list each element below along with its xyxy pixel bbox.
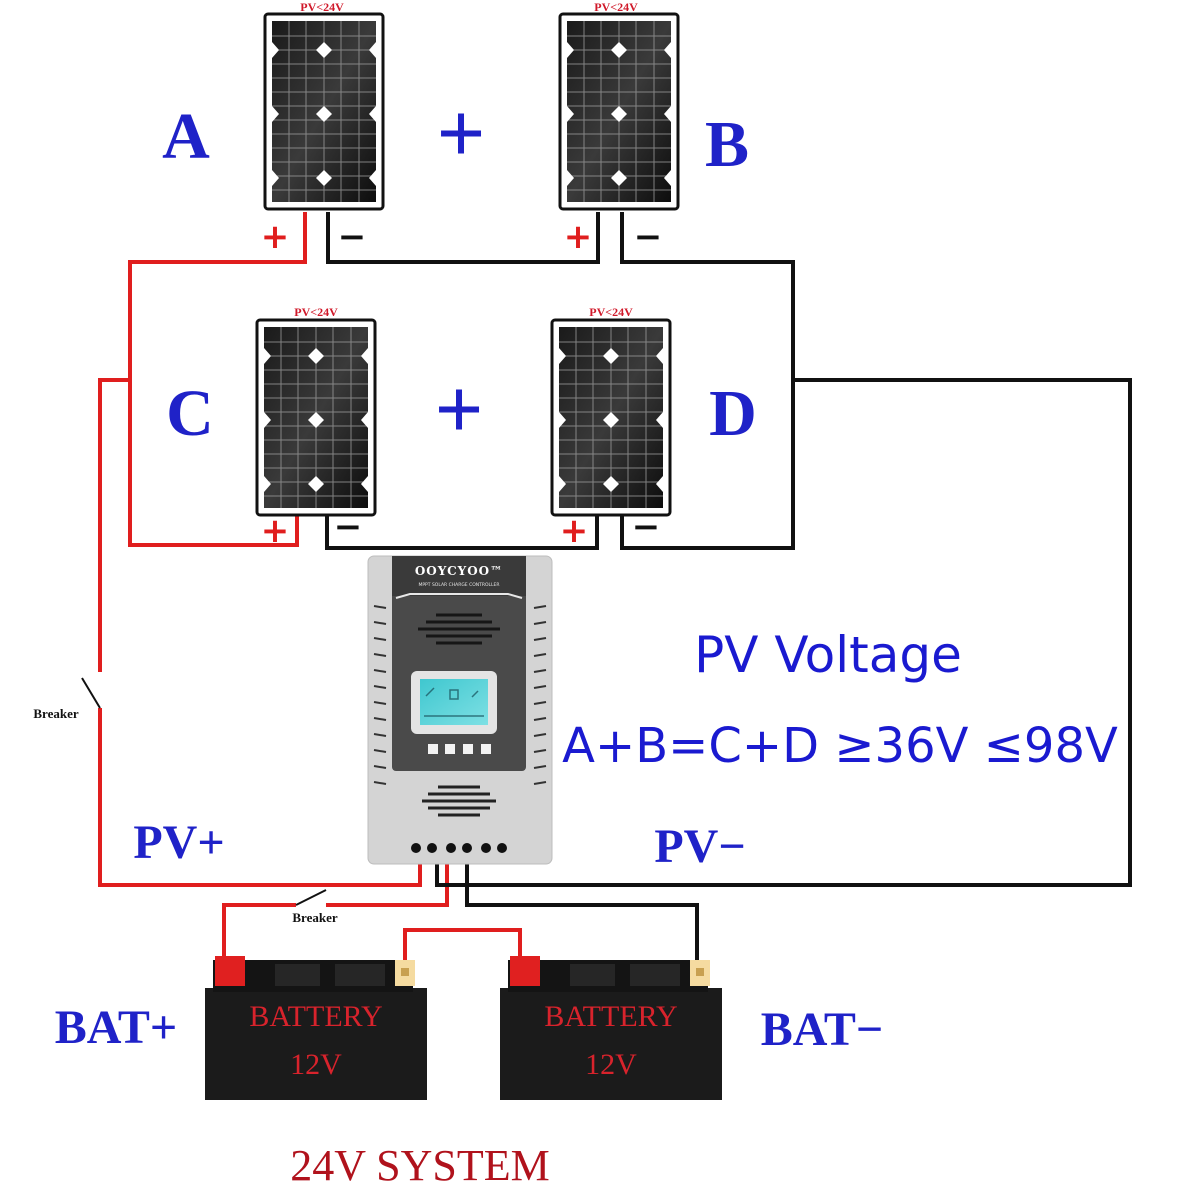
panel-b-positive-mark: + (564, 217, 593, 257)
controller-button-4[interactable] (481, 744, 491, 754)
battery-1: BATTERY 12V (205, 956, 427, 1100)
pv-voltage-heading: PV Voltage (694, 626, 962, 684)
charge-controller: OOYCYOO™ MPPT SOLAR CHARGE CONTROLLER (367, 555, 553, 865)
panel-c (255, 318, 377, 517)
panel-d-positive-mark: + (560, 511, 589, 551)
controller-button-1[interactable] (428, 744, 438, 754)
breaker-pv-label: Breaker (33, 706, 78, 721)
panel-a-label: A (162, 100, 210, 173)
terminal-pv-positive[interactable] (411, 843, 421, 853)
controller-buttons (428, 744, 491, 754)
controller-button-2[interactable] (445, 744, 455, 754)
controller-bottom-vent (422, 785, 496, 817)
controller-lcd-screen (420, 679, 488, 725)
panel-b-negative-mark: − (634, 217, 663, 257)
panel-b-label: B (705, 108, 749, 181)
breaker-bat-label: Breaker (292, 910, 337, 925)
controller-top-vent (418, 613, 500, 645)
controller-side-vents (373, 605, 547, 785)
battery-2-voltage: 12V (585, 1048, 637, 1081)
terminal-bat-positive[interactable] (446, 843, 456, 853)
terminal-load-negative[interactable] (497, 843, 507, 853)
wire-pv-negative-main (435, 378, 1132, 887)
wiring (98, 212, 1132, 965)
terminal-load-positive[interactable] (481, 843, 491, 853)
panel-d-rating: PV<24V (589, 305, 633, 319)
panel-c-negative-mark: − (334, 507, 363, 547)
wire-bat-negative (465, 862, 699, 960)
wire-c-to-d (325, 512, 599, 550)
controller-subtitle: MPPT SOLAR CHARGE CONTROLLER (418, 582, 499, 588)
terminal-pv-negative[interactable] (427, 843, 437, 853)
breaker-pv[interactable]: Breaker (33, 672, 106, 721)
breaker-bat[interactable]: Breaker (292, 889, 338, 925)
panel-c-label: C (166, 377, 214, 450)
series-plus-cd: + (434, 361, 483, 457)
controller-terminals (411, 843, 507, 853)
battery-2: BATTERY 12V (500, 956, 722, 1100)
system-title: 24V SYSTEM (290, 1141, 550, 1190)
pv-voltage-formula: A+B=C+D ≥36V ≤98V (562, 718, 1118, 774)
panel-d (550, 318, 672, 517)
wire-a-positive (128, 212, 307, 547)
battery-1-label: BATTERY (249, 1000, 382, 1033)
series-plus-ab: + (436, 85, 485, 181)
panel-b (558, 12, 680, 211)
panel-a-negative-mark: − (338, 217, 367, 257)
controller-brand: OOYCYOO™ (415, 564, 503, 578)
bat-minus-label: BAT− (761, 1003, 883, 1056)
panel-b-rating: PV<24V (594, 0, 638, 14)
panel-a (263, 12, 385, 211)
battery-2-label: BATTERY (544, 1000, 677, 1033)
controller-button-3[interactable] (463, 744, 473, 754)
panel-a-positive-mark: + (261, 217, 290, 257)
pv-plus-label: PV+ (133, 816, 224, 869)
terminal-bat-negative[interactable] (462, 843, 472, 853)
panel-a-rating: PV<24V (300, 0, 344, 14)
wire-pv-positive-main (98, 378, 422, 887)
pv-minus-label: PV− (654, 820, 745, 873)
panel-d-negative-mark: − (632, 507, 661, 547)
wire-a-to-b (326, 212, 600, 264)
panel-c-rating: PV<24V (294, 305, 338, 319)
wire-b-negative (620, 212, 795, 550)
wire-battery-link (403, 928, 522, 965)
bat-plus-label: BAT+ (55, 1001, 177, 1054)
battery-1-voltage: 12V (290, 1048, 342, 1081)
panel-c-positive-mark: + (261, 511, 290, 551)
panel-d-label: D (709, 377, 757, 450)
